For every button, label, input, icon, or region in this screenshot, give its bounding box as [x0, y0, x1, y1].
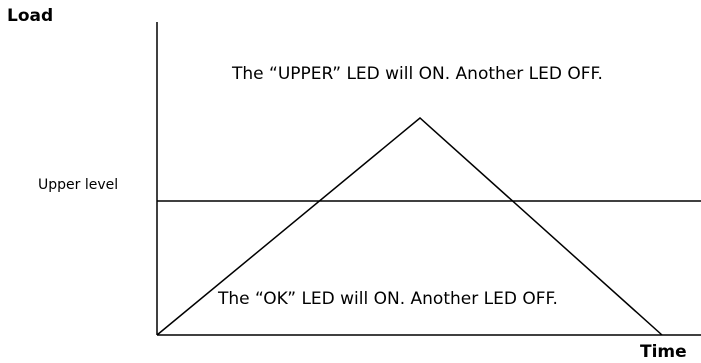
- y-axis-label: Load: [7, 6, 54, 26]
- upper-level-label: Upper level: [38, 177, 119, 193]
- upper-region-note: The “UPPER” LED will ON. Another LED OFF…: [232, 64, 603, 84]
- x-axis-label: Time: [640, 342, 687, 362]
- ok-region-note: The “OK” LED will ON. Another LED OFF.: [218, 289, 558, 309]
- load-triangle-line: [156, 117, 663, 336]
